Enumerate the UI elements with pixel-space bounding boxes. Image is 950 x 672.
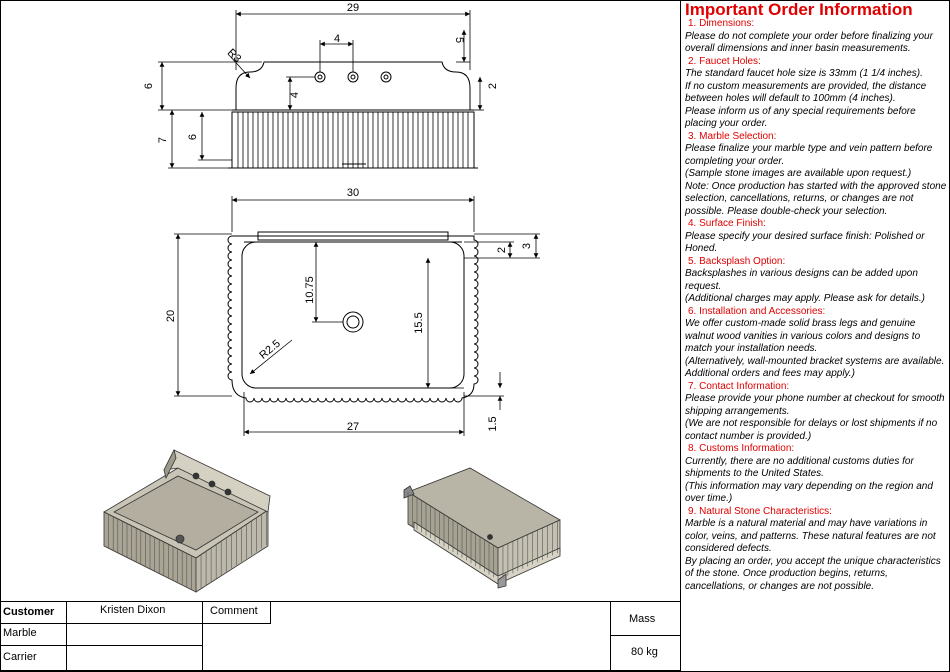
dim-inner-width: 27	[347, 421, 359, 433]
info-section: 5. Backsplash Option:Backsplashes in var…	[685, 256, 947, 306]
info-section-text: Please specify your desired surface fini…	[685, 230, 925, 255]
dim-rim-top: 3	[521, 243, 533, 249]
dim-drain-offset: 10.75	[304, 276, 316, 304]
dim-ledge: 2	[487, 83, 499, 89]
mass-value: 80 kg	[631, 646, 658, 658]
dim-outer-width: 30	[347, 187, 359, 199]
info-section-text: Currently, there are no additional custo…	[685, 455, 914, 480]
info-section-text: Note: Once production has started with t…	[685, 180, 947, 217]
info-section-text: By placing an order, you accept the uniq…	[685, 555, 941, 592]
info-section-title: 7. Contact Information:	[688, 380, 790, 392]
marble-value-cell	[66, 623, 203, 646]
dim-rim-inner: 2	[496, 247, 508, 253]
isometric-view-bottom	[403, 467, 561, 589]
info-section-text: (We are not responsible for delays or lo…	[685, 418, 938, 442]
panel-divider	[680, 0, 681, 672]
mass-value-cell	[610, 635, 681, 671]
info-section-title: 4. Surface Finish:	[688, 218, 766, 229]
dim-backsplash-height: 6	[143, 83, 155, 89]
dim-front-height: 7	[157, 137, 169, 143]
info-section: 9. Natural Stone Characteristics:Marble …	[685, 506, 947, 594]
info-section: 1. Dimensions:Please do not complete you…	[685, 18, 947, 56]
info-section-title: 5. Backsplash Option:	[688, 255, 786, 267]
info-section-text: Please finalize your marble type and vei…	[685, 143, 933, 167]
dim-depth: 20	[165, 310, 177, 322]
info-section-text: We offer custom-made solid brass legs an…	[685, 318, 921, 354]
info-section-title: 9. Natural Stone Characteristics:	[688, 505, 832, 517]
dim-inner-height: 6	[187, 134, 199, 140]
info-section: 6. Installation and Accessories:We offer…	[685, 306, 947, 381]
dim-edge-offset: 5	[453, 37, 465, 43]
dim-basin-depth: 15.5	[413, 312, 425, 333]
info-section-text: Please provide your phone number at chec…	[685, 393, 945, 417]
info-section-title: 1. Dimensions:	[688, 18, 755, 29]
info-section: 2. Faucet Holes:The standard faucet hole…	[685, 56, 947, 131]
info-section-text: (Alternatively, wall-mounted bracket sys…	[685, 355, 945, 380]
info-sections: 1. Dimensions:Please do not complete you…	[685, 18, 947, 593]
info-section-text: (This information may vary depending on …	[685, 480, 933, 505]
plan-view-dimensions	[174, 196, 540, 436]
info-section: 4. Surface Finish:Please specify your de…	[685, 218, 947, 256]
order-info-panel: Important Order Information 1. Dimension…	[685, 0, 947, 593]
dim-overall-width: 29	[347, 2, 359, 14]
info-section: 8. Customs Information:Currently, there …	[685, 443, 947, 506]
dim-hole-drop: 4	[289, 92, 301, 98]
dim-bottom-rim: 1.5	[487, 416, 499, 431]
info-section: 7. Contact Information:Please provide yo…	[685, 381, 947, 444]
technical-drawing: 29 4 5 R3 6 4 2 7 6	[103, 2, 561, 593]
info-section-text: (Additional charges may apply. Please as…	[685, 293, 925, 304]
info-title: Important Order Information	[685, 0, 913, 19]
info-section-text: Marble is a natural material and may hav…	[685, 518, 936, 554]
info-section-text: Backsplashes in various designs can be a…	[685, 268, 918, 292]
info-section-text: If no custom measurements are provided, …	[685, 80, 927, 105]
comment-label: Comment	[210, 605, 258, 617]
mass-label: Mass	[629, 613, 656, 625]
carrier-label: Carrier	[3, 651, 37, 663]
front-elevation-view	[228, 61, 478, 169]
info-section-title: 6. Installation and Accessories:	[688, 305, 826, 317]
info-section: 3. Marble Selection:Please finalize your…	[685, 131, 947, 219]
info-section-text: (Sample stone images are available upon …	[685, 168, 912, 179]
info-section-text: Please inform us of any special requirem…	[685, 105, 916, 130]
isometric-view-top	[103, 448, 271, 593]
info-section-text: Please do not complete your order before…	[685, 30, 933, 55]
customer-value: Kristen Dixon	[100, 604, 166, 616]
marble-label: Marble	[3, 627, 37, 639]
dim-hole-spacing: 4	[334, 33, 340, 45]
plan-view	[227, 231, 479, 403]
carrier-value-cell	[66, 645, 203, 671]
info-section-title: 3. Marble Selection:	[688, 130, 777, 142]
info-section-title: 8. Customs Information:	[688, 443, 795, 454]
info-section-title: 2. Faucet Holes:	[688, 55, 761, 67]
front-elevation-dimensions	[158, 10, 484, 169]
customer-label: Customer	[3, 606, 55, 618]
info-section-text: The standard faucet hole size is 33mm (1…	[685, 68, 923, 79]
comment-label-cell	[202, 601, 271, 624]
